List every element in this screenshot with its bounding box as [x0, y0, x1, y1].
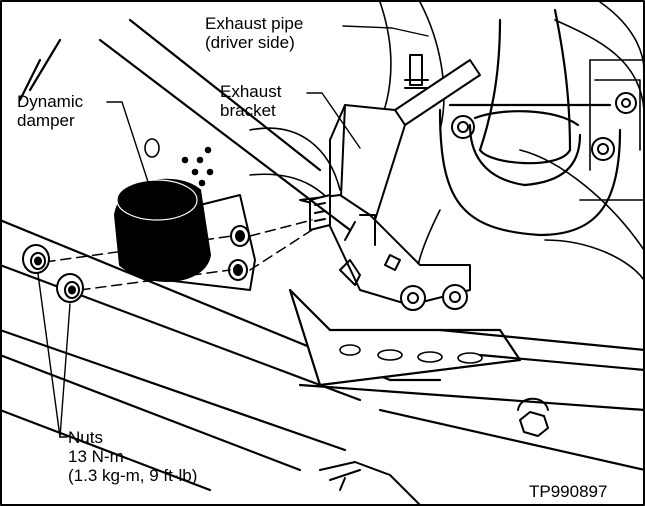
nuts-label-torque-alt: (1.3 kg-m, 9 ft-lb) [68, 466, 198, 485]
exhaust-bracket-label-line1: Exhaust [220, 82, 282, 101]
frame-holes [144, 138, 483, 364]
bracket-stud [404, 54, 429, 89]
bolt-lower-right [517, 397, 549, 437]
dynamic-damper [114, 178, 256, 291]
flange-bolt-right [591, 137, 615, 161]
exhaust-bracket [299, 59, 481, 306]
dynamic-damper-label-line1: Dynamic [17, 92, 84, 111]
exhaust-pipe-label-line1: Exhaust pipe [205, 14, 304, 33]
exhaust-bracket-label-line2: bracket [220, 101, 276, 120]
assembly-lines [44, 219, 313, 291]
exhaust-pipe-label: Exhaust pipe (driver side) [205, 14, 303, 52]
dynamic-damper-label: Dynamic damper [17, 92, 83, 130]
bracket-bolt-2 [442, 284, 468, 310]
figure-id: TP990897 [529, 482, 608, 501]
nut-lower [56, 273, 84, 303]
lower-bracket [319, 461, 421, 506]
leader-lines [37, 25, 429, 438]
bracket-bolt-1 [400, 285, 426, 311]
exhaust-pipe-label-line2: (driver side) [205, 33, 295, 52]
flange-bolt-left [451, 115, 475, 139]
bolt-upper-right [615, 92, 637, 114]
dynamic-damper-label-line2: damper [17, 111, 75, 130]
nuts-label: Nuts 13 N-m (1.3 kg-m, 9 ft-lb) [68, 428, 197, 485]
exhaust-bracket-label: Exhaust bracket [220, 82, 281, 120]
nuts-label-torque-nm: 13 N-m [68, 447, 124, 466]
body-panel [249, 1, 645, 301]
nuts-label-line1: Nuts [68, 428, 103, 447]
exhaust-pipe [438, 8, 622, 237]
nut-upper [22, 244, 50, 274]
